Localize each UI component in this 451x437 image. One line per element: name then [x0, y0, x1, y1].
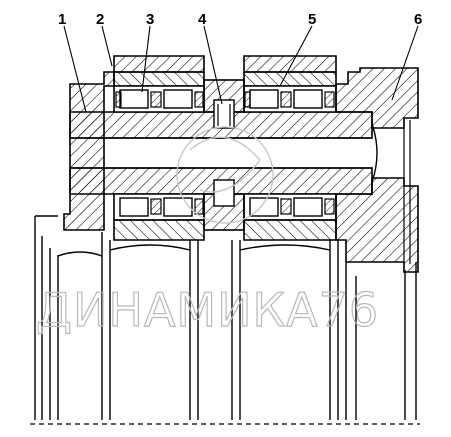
callout-5: 5 — [308, 11, 316, 28]
spacer-lower — [203, 179, 245, 231]
callout-2: 2 — [96, 11, 104, 28]
shaft-bore-end — [371, 123, 378, 183]
bearing-left-outer-ring — [113, 55, 205, 73]
callout-1: 1 — [58, 11, 66, 28]
watermark-text: ДИНАМИКА76 — [36, 283, 379, 337]
bearing-right-lower — [243, 193, 337, 241]
bearing-right-upper — [243, 71, 337, 113]
spacer-upper — [203, 79, 245, 129]
housing-lower — [34, 215, 417, 420]
watermark-logo — [176, 126, 274, 224]
callout-4: 4 — [198, 11, 207, 28]
callout-3: 3 — [146, 11, 154, 28]
bearing-left-upper — [113, 71, 205, 113]
bearing-right-outer-ring — [243, 55, 337, 73]
bearing-left-lower — [113, 193, 205, 241]
end-housing-face — [403, 118, 411, 264]
shaft-bore — [70, 137, 372, 169]
hub-flange — [63, 71, 115, 231]
callout-leaders — [63, 25, 419, 113]
end-housing-lower — [335, 177, 419, 273]
callout-6: 6 — [414, 11, 422, 28]
